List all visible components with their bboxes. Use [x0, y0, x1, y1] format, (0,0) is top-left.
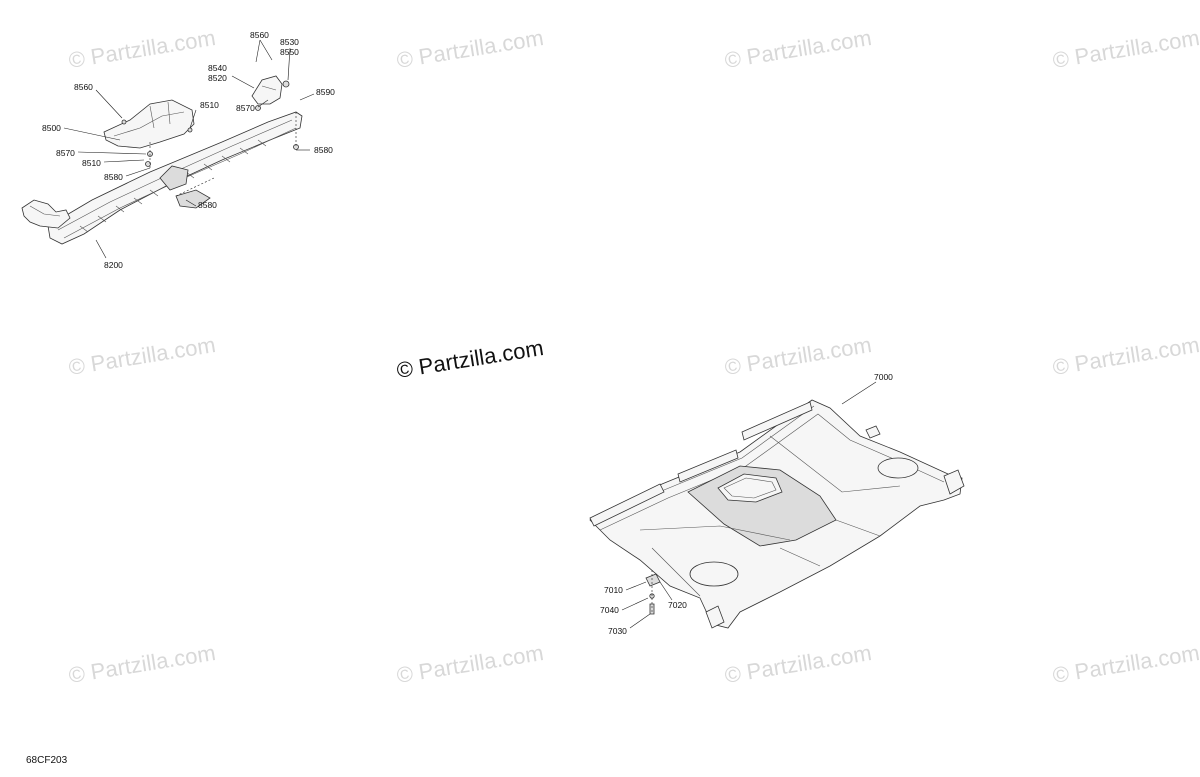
callout-7020: 7020 — [668, 600, 687, 610]
callout-8580: 8580 — [198, 200, 217, 210]
callout-7030: 7030 — [608, 626, 627, 636]
callout-8560: 8560 — [250, 30, 269, 40]
callout-8520: 8520 — [208, 73, 227, 83]
callouts-bottom-right: 7000 7010 7040 7020 7030 — [600, 372, 893, 636]
rocker-panel-assembly — [21, 75, 303, 245]
floor-panel-assembly — [589, 399, 965, 629]
callout-7000: 7000 — [874, 372, 893, 382]
watermark: © Partzilla.com — [723, 25, 873, 73]
watermark-center: © Partzilla.com — [395, 335, 545, 383]
callout-8510: 8510 — [82, 158, 101, 168]
leaders-bottom-right — [621, 381, 877, 629]
callout-8500: 8500 — [42, 123, 61, 133]
leaders-top-left — [63, 39, 315, 259]
callout-8530: 8530 — [280, 37, 299, 47]
callout-8540: 8540 — [208, 63, 227, 73]
callout-7010: 7010 — [604, 585, 623, 595]
watermark: © Partzilla.com — [1051, 332, 1200, 380]
callout-8570: 8570 — [56, 148, 75, 158]
right-recess — [877, 457, 919, 479]
diagram-reference-code: 68CF203 — [26, 755, 68, 766]
callout-8550: 8550 — [280, 47, 299, 57]
watermark: © Partzilla.com — [395, 25, 545, 73]
callouts-top-left: 8560 8530 8550 8540 8520 8560 8510 8590 … — [42, 30, 335, 270]
watermark: © Partzilla.com — [1051, 25, 1200, 73]
callout-8510: 8510 — [200, 100, 219, 110]
front-bracket — [103, 99, 195, 149]
callout-8580: 8580 — [314, 145, 333, 155]
watermark: © Partzilla.com — [395, 640, 545, 688]
watermark: © Partzilla.com — [67, 332, 217, 380]
watermark: © Partzilla.com — [67, 25, 217, 73]
watermark: © Partzilla.com — [67, 640, 217, 688]
watermark: © Partzilla.com — [1051, 640, 1200, 688]
watermark: © Partzilla.com — [723, 332, 873, 380]
callout-8580: 8580 — [104, 172, 123, 182]
watermark: © Partzilla.com — [723, 640, 873, 688]
top-cover — [251, 75, 283, 105]
left-recess — [689, 561, 739, 587]
callout-8590: 8590 — [316, 87, 335, 97]
callout-8200: 8200 — [104, 260, 123, 270]
watermark-grid: © Partzilla.com © Partzilla.com © Partzi… — [67, 25, 1200, 688]
callout-8570: 8570 — [236, 103, 255, 113]
callout-8560: 8560 — [74, 82, 93, 92]
callout-7040: 7040 — [600, 605, 619, 615]
